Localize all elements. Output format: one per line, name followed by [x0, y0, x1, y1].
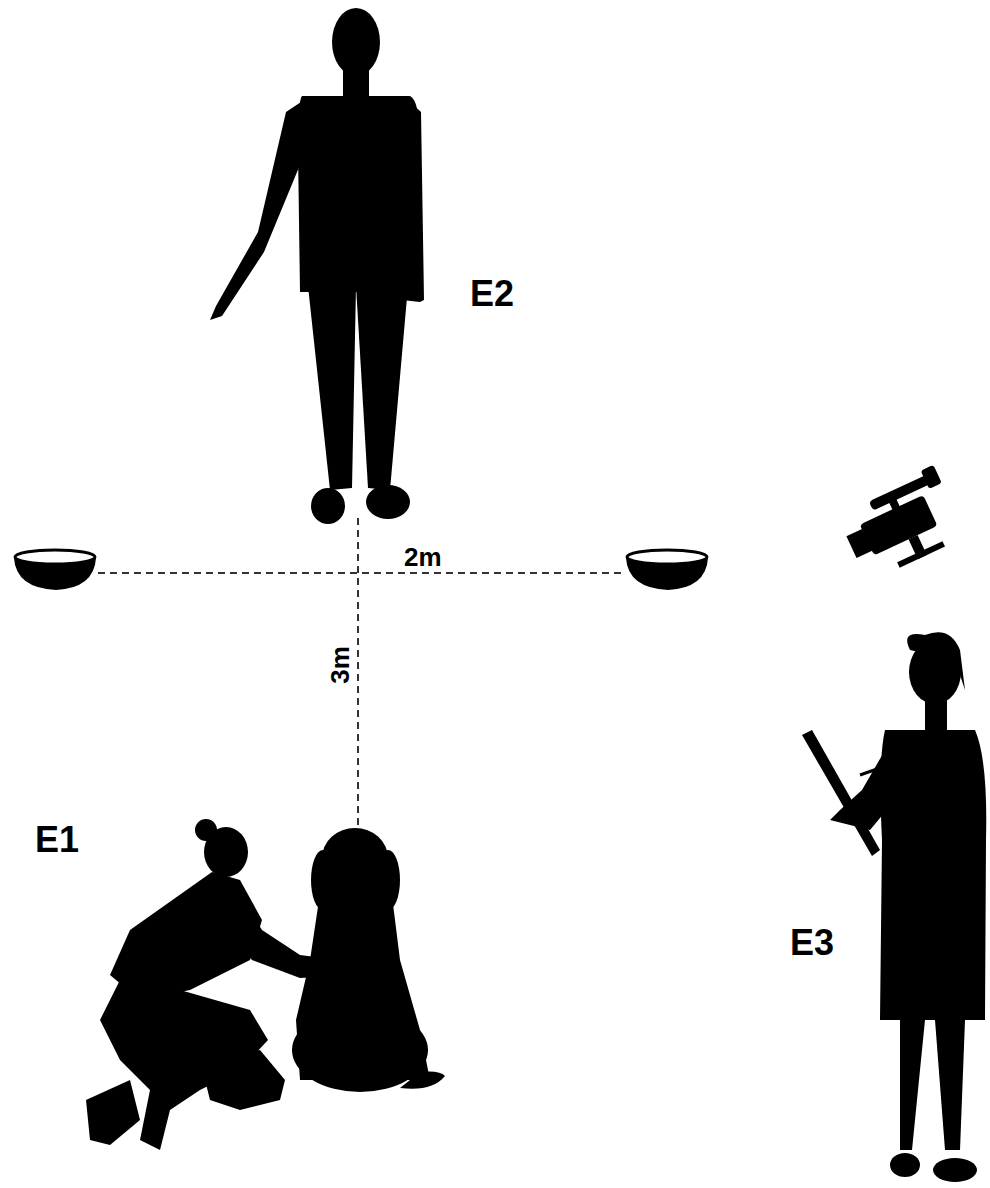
bowl-left — [14, 550, 96, 590]
observer-label: E3 — [790, 925, 834, 961]
width-line — [98, 572, 622, 574]
dimension-label: 2m — [404, 544, 442, 570]
distance-line — [357, 518, 359, 832]
dog-silhouette — [292, 828, 445, 1092]
dimension-label: 3m — [327, 646, 353, 684]
handler-label: E1 — [35, 822, 79, 858]
experimenter-label: E2 — [470, 276, 514, 312]
bowl-right — [626, 550, 708, 590]
observer-silhouette — [802, 632, 986, 1182]
experimenter-silhouette — [210, 8, 424, 524]
camera-symbol — [835, 465, 967, 583]
handler-silhouette — [86, 819, 338, 1150]
